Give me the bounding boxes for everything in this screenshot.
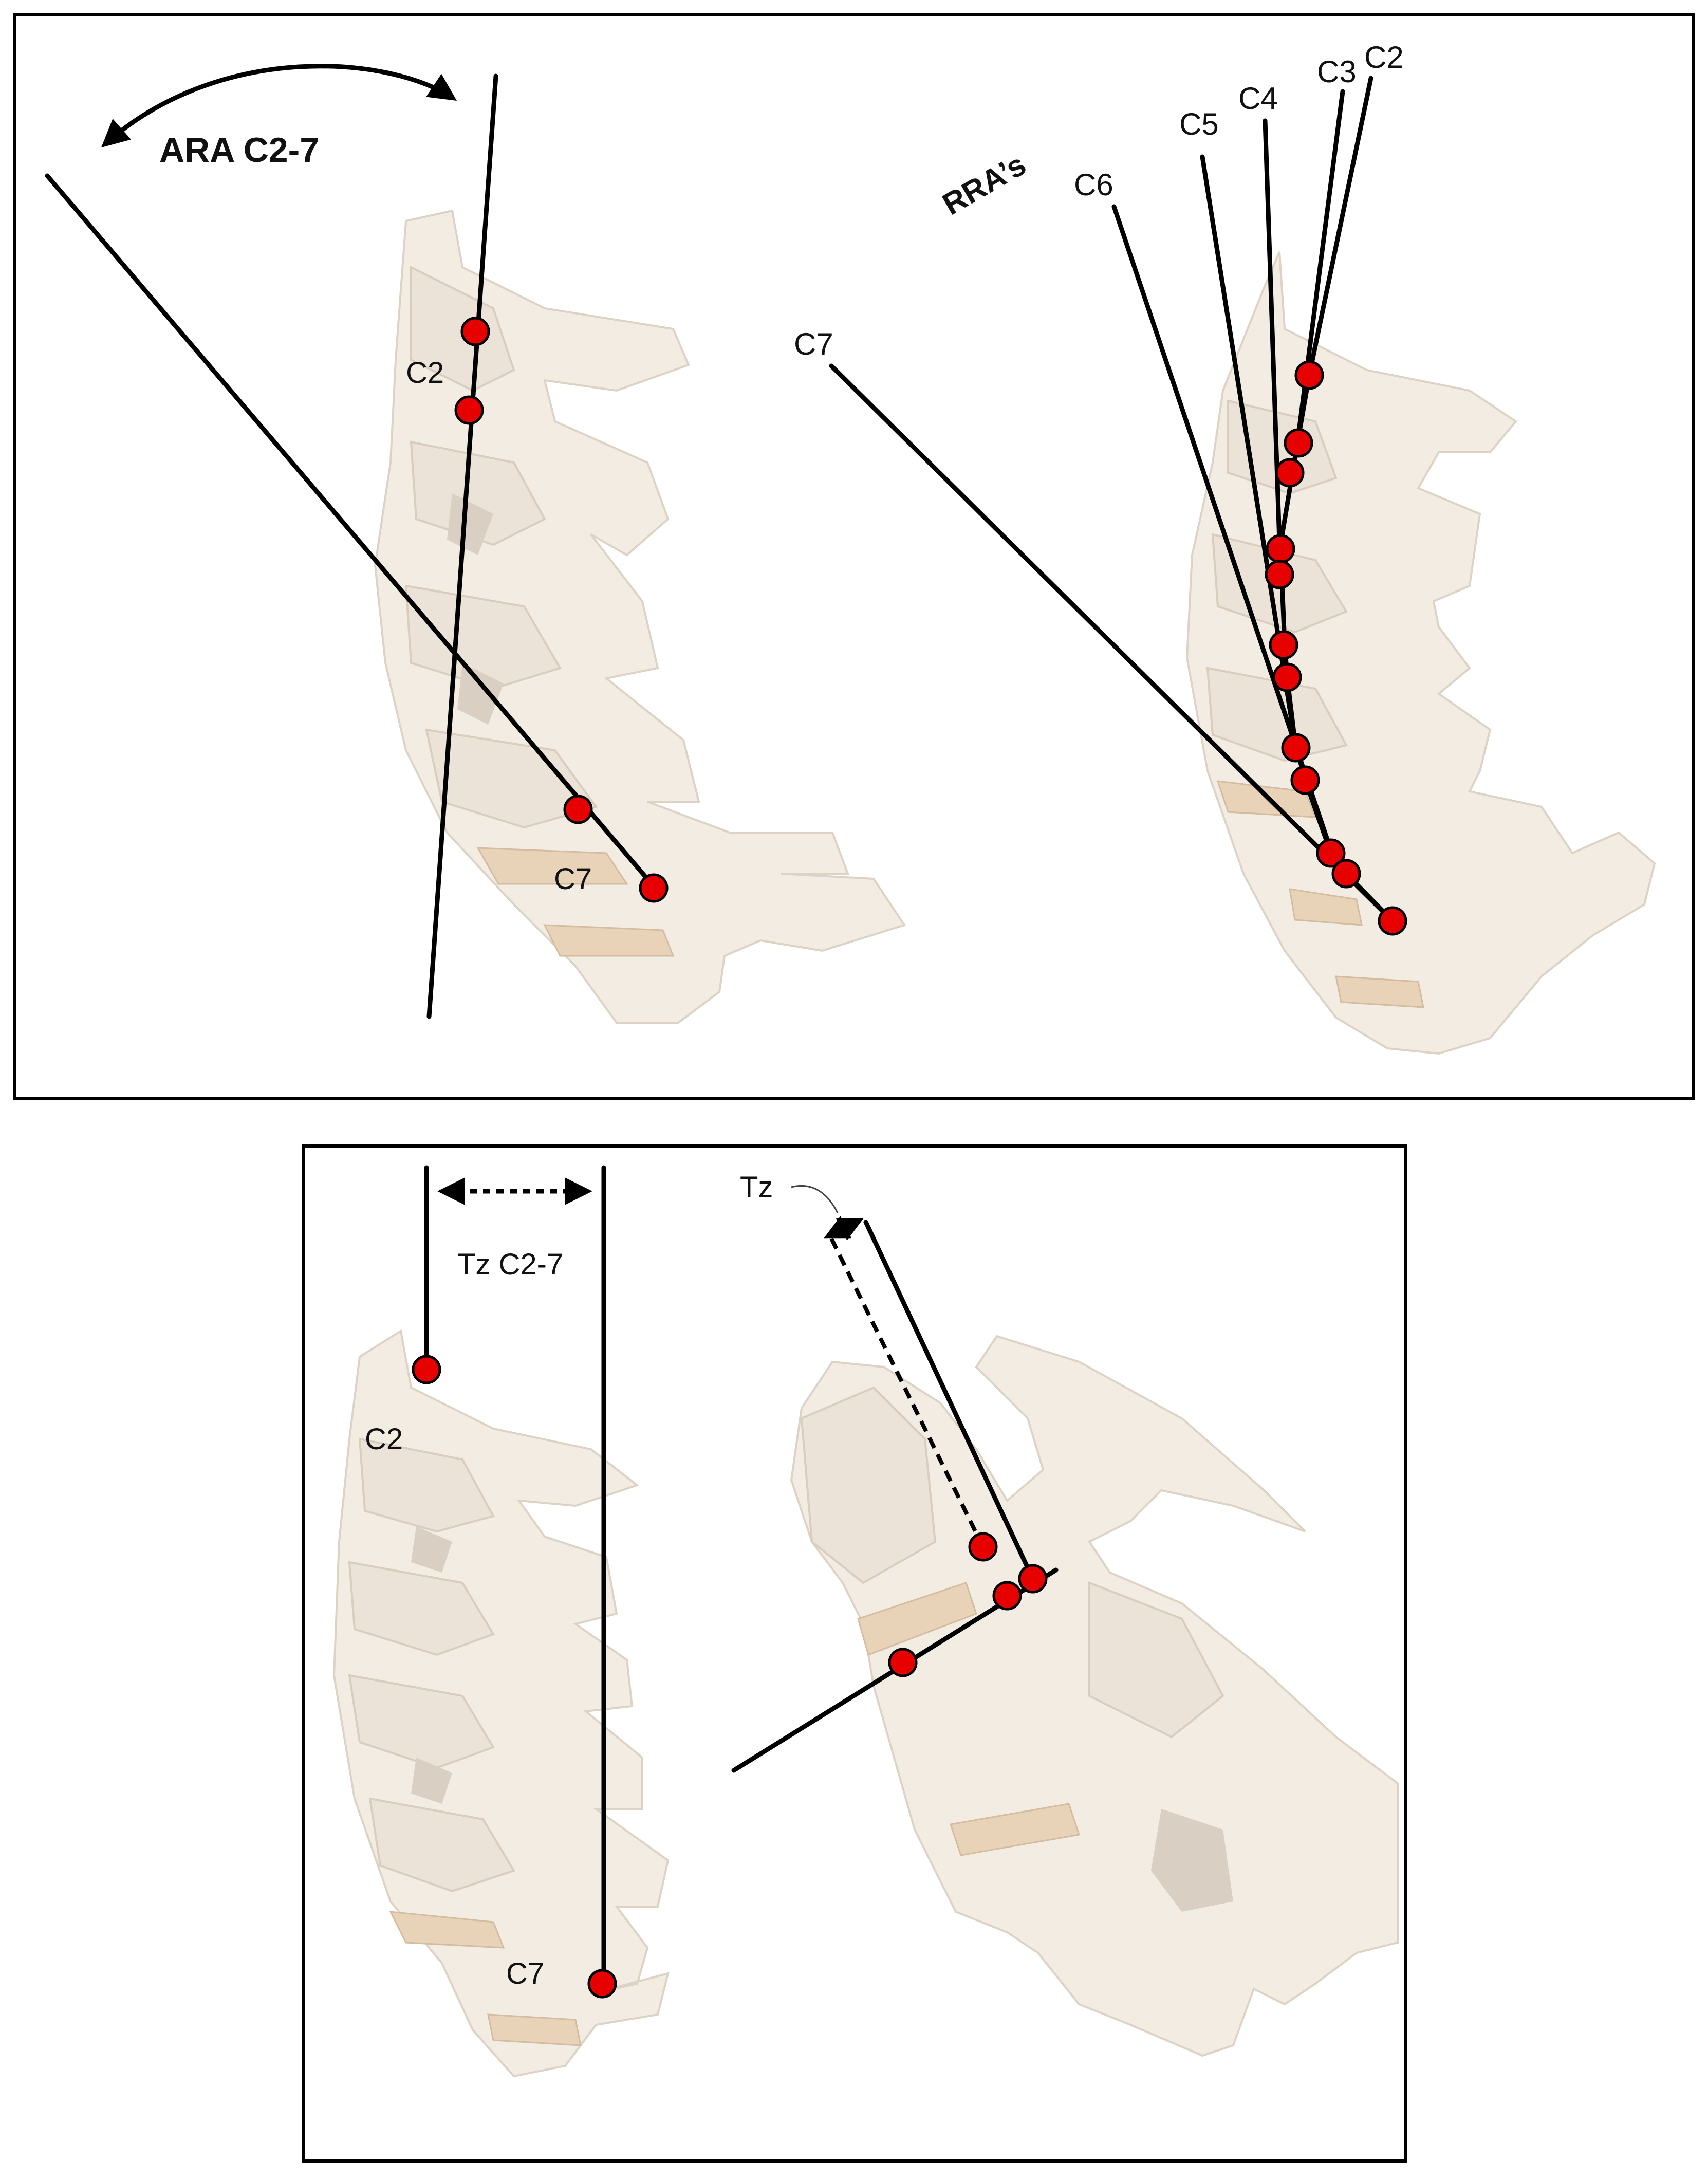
tz-solid-line	[863, 1220, 1035, 1581]
rra-line-c7	[829, 363, 1395, 923]
bottom-panel-frame	[302, 1144, 1407, 2163]
ara-c2-line	[426, 73, 498, 1019]
tz-dashed-line	[829, 1237, 985, 1547]
marker-dot	[460, 317, 490, 346]
marker-dot	[454, 395, 484, 425]
marker-dot	[1265, 560, 1294, 589]
rra-label-c3: C3	[1317, 54, 1357, 89]
tz-c2-7-label: Tz C2-7	[457, 1248, 563, 1281]
tz-label-leader	[791, 1185, 839, 1213]
marker-dot	[1266, 534, 1295, 564]
tz-label: Tz	[740, 1171, 773, 1204]
spine-illustration-top-right	[1185, 251, 1656, 1055]
marker-dot	[1290, 765, 1320, 795]
marker-dot	[563, 795, 593, 824]
ara-angle-arrow	[101, 64, 457, 148]
rra-label-c2: C2	[1364, 40, 1404, 75]
spine-illustration-top-left	[374, 209, 906, 1024]
marker-dot	[587, 1969, 617, 1999]
marker-dot	[1269, 630, 1298, 660]
marker-dot	[1018, 1564, 1048, 1594]
marker-dot	[1284, 428, 1313, 458]
ara-label: ARA C2-7	[159, 131, 319, 170]
marker-dot	[992, 1581, 1022, 1611]
marker-dot	[968, 1532, 998, 1562]
vertebra-label-c7: C7	[554, 862, 592, 896]
vertebra-label-c2: C2	[406, 356, 444, 390]
marker-dot	[1316, 838, 1346, 868]
vertebra-label-c7-bottom: C7	[506, 1957, 544, 1990]
marker-dot	[412, 1355, 441, 1384]
tz-top-dotted-arrow	[824, 1216, 864, 1241]
marker-dot	[1294, 360, 1324, 390]
marker-dot	[1378, 906, 1407, 936]
marker-dot	[1331, 859, 1361, 889]
marker-dot	[639, 873, 669, 903]
rra-line-c2	[1307, 76, 1373, 378]
vertebra-zoom-illustration	[790, 1335, 1399, 2057]
rra-label-c5: C5	[1179, 107, 1219, 141]
rra-line-c4	[1263, 118, 1283, 574]
spine-illustration-bottom-left	[332, 1329, 670, 2078]
ara-c7-line	[45, 173, 658, 891]
marker-dot	[1275, 458, 1305, 488]
marker-dot	[1272, 662, 1302, 692]
vertebra-label-c2-bottom: C2	[365, 1422, 403, 1456]
rra-label-c4: C4	[1238, 81, 1278, 116]
rra-label-c6: C6	[1074, 168, 1113, 202]
rra-label-c7: C7	[794, 327, 833, 361]
top-panel-frame	[13, 13, 1695, 1100]
rra-title: RRA’s	[937, 147, 1032, 221]
marker-dot	[1281, 733, 1311, 763]
marker-dot	[888, 1648, 918, 1677]
